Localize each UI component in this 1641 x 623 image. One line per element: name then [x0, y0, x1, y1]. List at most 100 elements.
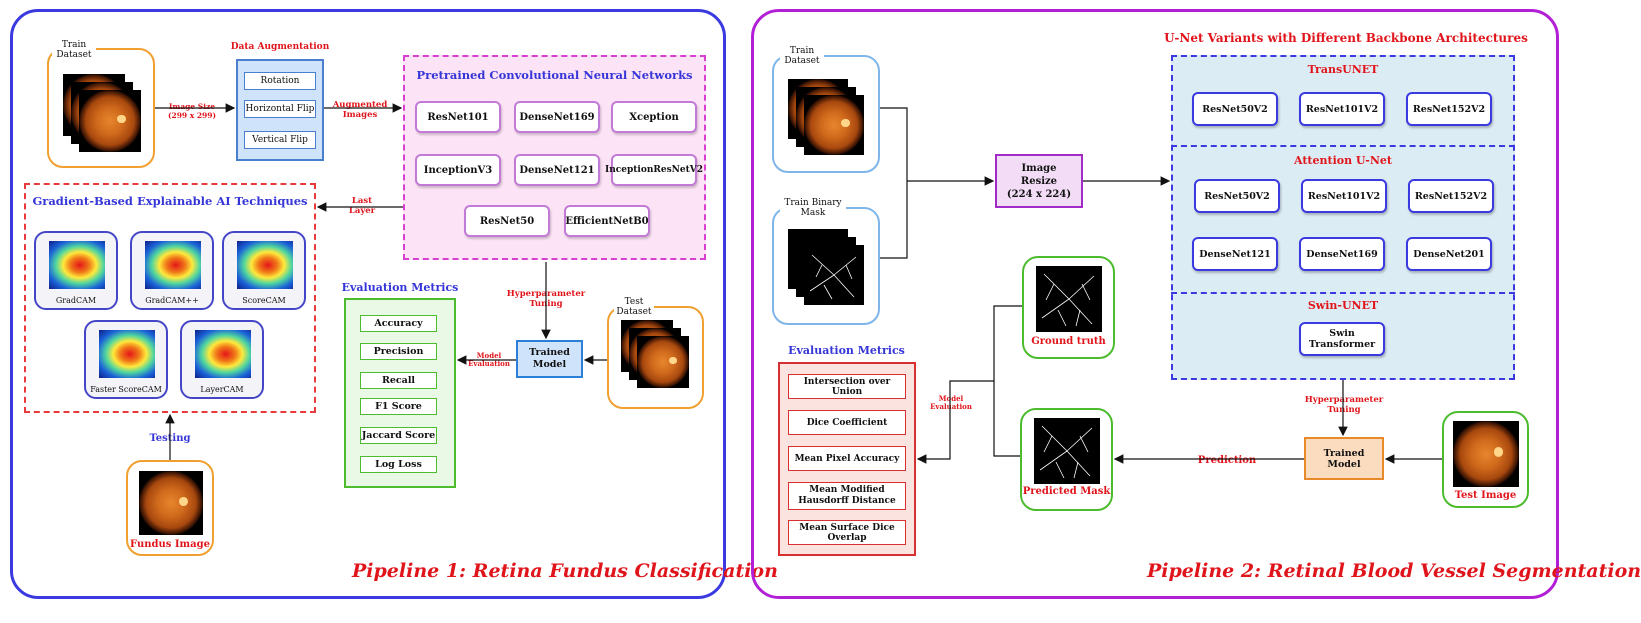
aug-vertical-flip: Vertical Flip — [244, 131, 316, 149]
attention-unet-title: Attention U-Net — [1293, 154, 1393, 167]
xai-title: Gradient-Based Explainable AI Techniques — [32, 194, 308, 208]
p1-test-dataset-label: Test Dataset — [614, 297, 654, 317]
test-image-label: Test Image — [1454, 490, 1517, 501]
vessel-mask-image — [1034, 418, 1100, 484]
attn-resnet50v2: ResNet50V2 — [1194, 179, 1280, 213]
p1-eval-title: Evaluation Metrics — [341, 281, 459, 294]
heatmap-image — [145, 241, 201, 289]
image-resize-box: Image Resize (224 x 224) — [995, 154, 1083, 208]
p2-eval-title: Evaluation Metrics — [788, 344, 905, 357]
attn-resnet152v2: ResNet152V2 — [1408, 179, 1494, 213]
attn-densenet201: DenseNet201 — [1406, 237, 1492, 271]
last-layer-label: Last Layer — [348, 196, 376, 216]
metric-dice-coefficient: Dice Coefficient — [788, 410, 906, 435]
aug-horizontal-flip: Horizontal Flip — [244, 100, 316, 118]
attn-densenet169: DenseNet169 — [1299, 237, 1385, 271]
prediction-label: Prediction — [1197, 455, 1257, 466]
p2-trained-model: Trained Model — [1304, 437, 1384, 480]
pipeline-1-title: Pipeline 1: Retina Fundus Classification — [352, 560, 778, 582]
predicted-mask-box — [1020, 408, 1113, 511]
metric-accuracy: Accuracy — [360, 315, 437, 332]
connector-arrows — [155, 103, 1442, 464]
p1-test-dataset-box — [607, 306, 704, 409]
aug-rotation: Rotation — [244, 72, 316, 90]
cnn-densenet121: DenseNet121 — [514, 154, 600, 186]
vessel-mask-image — [804, 245, 864, 305]
cnn-resnet50: ResNet50 — [464, 205, 550, 237]
heatmap-image — [99, 330, 155, 378]
test-image-box — [1442, 411, 1529, 508]
predicted-mask-label: Predicted Mask — [1022, 486, 1111, 497]
fundus-image — [804, 95, 864, 155]
cam-scorecam — [222, 231, 306, 310]
p2-train-dataset-box — [772, 55, 880, 173]
metric-mean-surface-dice: Mean Surface Dice Overlap — [788, 520, 906, 545]
fundus-image-box — [126, 460, 214, 556]
cnn-densenet169: DenseNet169 — [514, 101, 600, 133]
transunet-resnet101v2: ResNet101V2 — [1299, 92, 1385, 126]
vessel-mask-image — [1036, 266, 1102, 332]
pipeline-2-title: Pipeline 2: Retinal Blood Vessel Segment… — [1147, 560, 1641, 582]
unet-divider — [1171, 145, 1515, 147]
cam-gradcam-label: GradCAM — [55, 296, 97, 305]
cam-gradcampp — [130, 231, 214, 310]
swin-unet-title: Swin-UNET — [1307, 299, 1379, 312]
vessel-lines — [809, 254, 857, 300]
attn-densenet121: DenseNet121 — [1192, 237, 1278, 271]
transunet-title: TransUNET — [1307, 63, 1379, 76]
cnn-xception: Xception — [611, 101, 697, 133]
metric-recall: Recall — [360, 372, 437, 389]
pipeline-2-panel — [751, 9, 1559, 599]
p1-model-eval-label: Model Evaluation — [468, 351, 510, 368]
p1-trained-model: Trained Model — [516, 340, 583, 378]
p2-train-mask-label: Train Binary Mask — [780, 198, 846, 218]
cam-faster-scorecam — [84, 320, 168, 399]
cnn-inceptionresnetv2: InceptionResNetV2 — [605, 154, 703, 186]
ground-truth-box — [1022, 256, 1115, 359]
cnn-title: Pretrained Convolutional Neural Networks — [416, 68, 693, 82]
cam-scorecam-label: ScoreCAM — [242, 296, 286, 305]
cnn-resnet101: ResNet101 — [415, 101, 501, 133]
fundus-image — [79, 90, 141, 152]
image-size-label: Image Size (299 x 299) — [167, 102, 217, 120]
metric-f1-score: F1 Score — [360, 398, 437, 415]
cam-gradcampp-label: GradCAM++ — [145, 296, 199, 305]
metric-mean-modified-hausdorff: Mean Modified Hausdorff Distance — [788, 482, 906, 510]
p2-train-dataset-label: Train Dataset — [780, 46, 824, 66]
heatmap-image — [195, 330, 251, 378]
p2-train-mask-box — [772, 207, 880, 325]
cam-layercam — [180, 320, 264, 399]
xai-container — [24, 183, 316, 413]
cam-layercam-label: LayerCAM — [200, 385, 244, 394]
ground-truth-label: Ground truth — [1031, 336, 1106, 347]
data-augmentation-title: Data Augmentation — [230, 42, 330, 52]
fundus-image — [637, 336, 689, 388]
unet-title: U-Net Variants with Different Backbone A… — [1164, 31, 1528, 45]
vessel-lines — [1039, 425, 1093, 479]
transunet-resnet152v2: ResNet152V2 — [1406, 92, 1492, 126]
fundus-image — [1453, 421, 1519, 487]
transunet-resnet50v2: ResNet50V2 — [1192, 92, 1278, 126]
metric-mean-pixel-accuracy: Mean Pixel Accuracy — [788, 446, 906, 471]
cnn-efficientnetb0: EfficientNetB0 — [564, 205, 650, 237]
metric-precision: Precision — [360, 343, 437, 360]
metric-log-loss: Log Loss — [360, 456, 437, 473]
metric-iou: Intersection over Union — [788, 374, 906, 399]
attn-resnet101v2: ResNet101V2 — [1301, 179, 1387, 213]
p2-model-eval-label: Model Evaluation — [928, 395, 974, 411]
cnn-inceptionv3: InceptionV3 — [415, 154, 501, 186]
metric-jaccard-score: Jaccard Score — [360, 427, 437, 444]
vessel-lines — [1041, 273, 1095, 327]
unet-divider — [1171, 292, 1515, 294]
cam-faster-scorecam-label: Faster ScoreCAM — [90, 385, 162, 394]
cam-gradcam — [34, 231, 118, 310]
heatmap-image — [49, 241, 105, 289]
augmented-images-label: Augmented Images — [332, 100, 388, 120]
heatmap-image — [237, 241, 293, 289]
p1-train-dataset-label: Train Dataset — [52, 40, 96, 60]
fundus-image-label: Fundus Image — [130, 539, 210, 550]
p1-train-dataset-box — [47, 48, 155, 168]
fundus-image — [139, 471, 203, 535]
pipeline-1-panel — [10, 9, 726, 599]
swin-transformer: Swin Transformer — [1299, 322, 1385, 356]
